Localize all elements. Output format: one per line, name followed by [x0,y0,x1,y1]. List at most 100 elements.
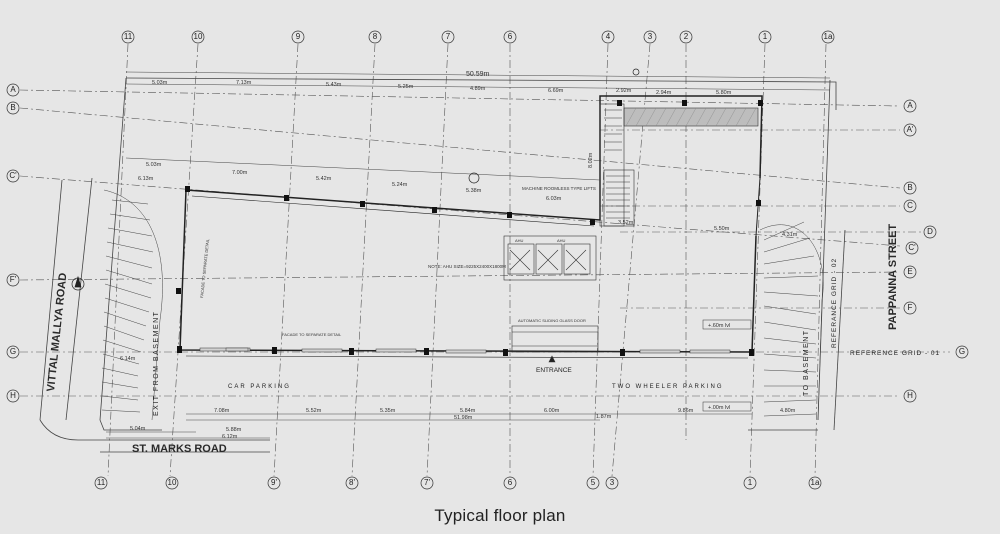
grid-bubble-right-Cp [905,241,919,255]
dimension-label: 9.86m [678,408,694,414]
dimension-label: 6.13m [138,176,154,182]
dimension-label: 6.03m [546,196,562,202]
grid-label-right: G [959,347,965,356]
grid-label-left: H [10,391,16,400]
dimension-label: 5.42m [316,176,332,182]
dimension-label: 5.25m [398,84,414,90]
dimension-label: 5.84m [460,408,476,414]
grid-label-bottom: 7' [424,478,430,487]
dimension-label: 4.89m [470,86,486,92]
dimension-label: 51.98m [454,415,473,421]
machine-room-label: MACHINE ROOMLESS TYPE LIFTS [522,186,596,191]
grid-label-top: 1a [824,32,833,41]
glass-door-label: AUTOMATIC SLIDING GLASS DOOR [518,318,586,323]
grid-label-right: A' [907,125,914,134]
grid-label-top: 8 [373,32,378,41]
grid-bubble-right-H [903,389,917,403]
grid-bubbles [6,30,969,490]
dimension-label: 5.52m [306,408,322,414]
front-glazing [199,347,731,354]
dimension-label: 4.31m [782,232,798,238]
grid-label-bottom: 3 [610,478,615,487]
grid-bubble-right-E [903,265,917,279]
dimension-label: 5.38m [466,188,482,194]
service-strip [623,107,759,127]
grid-label-bottom: 8' [349,478,355,487]
grid-bubble-top-11 [121,30,135,44]
dimension-label: 7.13m [236,80,252,86]
dimension-label: 5.80m [716,90,732,96]
ahu-label: AHU [557,238,566,243]
grid-label-right: E [907,267,912,276]
grid-bubble-left-Fp [6,273,20,287]
vittal-mallya-road-label: VITTAL MALLYA ROAD [45,272,69,392]
grid-bubble-right-Ap [903,123,917,137]
grid-label-left: A [10,85,16,94]
grid-bubble-top-1a [821,30,835,44]
grid-bubble-bottom-7p [420,476,434,490]
grid-bubble-bottom-1 [743,476,757,490]
building-outline [179,95,763,359]
grid-label-top: 2 [684,32,689,41]
grid-label-top: 10 [194,32,203,41]
grid-bubble-top-1 [758,30,772,44]
entrance-label: ENTRANCE [536,367,572,374]
entrance-door [511,325,599,363]
grid-bubble-top-3 [643,30,657,44]
reference-grid-labels: REFERENCE GRID - 01 REFERANCE GRID - 02 [831,258,939,357]
dimension-label: 5.35m [380,408,396,414]
grid-bubble-bottom-3 [605,476,619,490]
grid-label-right: B [907,183,912,192]
entry-ramp [759,221,824,421]
grid-label-top: 3 [648,32,653,41]
grid-bubble-bottom-11 [94,476,108,490]
grid-bubble-bottom-6 [503,476,517,490]
floor-plan-drawing: 11 10 9 8 7 6 4 3 2 1 1a 11 10 9' 8' 7' … [6,30,969,490]
grid-bubble-left-B [6,101,20,115]
dimension-label: 5.43m [326,82,342,88]
grid-bubble-top-2 [679,30,693,44]
overall-width-dimension: 50.59m [466,71,490,78]
dimension-label: 5.88m [226,427,242,433]
grid-bubble-right-A [903,99,917,113]
grid-label-top: 11 [124,32,133,41]
grid-label-bottom: 11 [97,478,106,487]
grid-bubble-top-8 [368,30,382,44]
grid-label-bottom: 9' [271,478,277,487]
grid-bubble-top-6 [503,30,517,44]
dimension-label: 2.92m [616,88,632,94]
dimension-label: 5.04m [130,426,146,432]
grid-label-bottom: 1a [811,478,820,487]
dimension-label: 6.69m [548,88,564,94]
grid-bubble-bottom-9p [267,476,281,490]
level-tag: +.00m lvl [708,405,730,411]
staircase-core [599,103,635,227]
to-basement-label: TO BASEMENT [803,329,810,396]
car-parking-label: CAR PARKING [228,384,291,390]
dimension-lines [106,71,831,439]
room-labels: MACHINE ROOMLESS TYPE LIFTS NOTE: AHU SI… [199,186,596,337]
dimension-label: 5.03m [152,80,168,86]
st-marks-road-label: ST. MARKS ROAD [132,443,227,455]
dimension-label: 8.02m [588,152,594,168]
grid-bubble-left-H [6,389,20,403]
grid-label-top: 7 [446,32,451,41]
grid-bubble-labels: 11 10 9 8 7 6 4 3 2 1 1a 11 10 9' 8' 7' … [9,32,965,487]
dimension-label: 6.14m [120,356,136,362]
ahu-note: NOTE: AHU SIZE=9225X2400X1800M [428,264,506,269]
ahu-label: AHU [515,238,524,243]
grid-label-top: 1 [763,32,768,41]
grid-bubble-right-F [903,301,917,315]
grid-label-right: A [907,101,913,110]
grid-label-right: C' [908,243,916,252]
dimension-label: 1.87m [596,414,612,420]
grid-label-left: C' [9,171,17,180]
grid-bubble-bottom-5 [586,476,600,490]
grid-label-left: G [10,347,16,356]
grid-label-right: C [907,201,913,210]
grid-label-right: H [907,391,913,400]
dimension-label: 3.52m [618,220,634,226]
grid-bubble-right-C [903,199,917,213]
grid-bubble-bottom-8p [345,476,359,490]
